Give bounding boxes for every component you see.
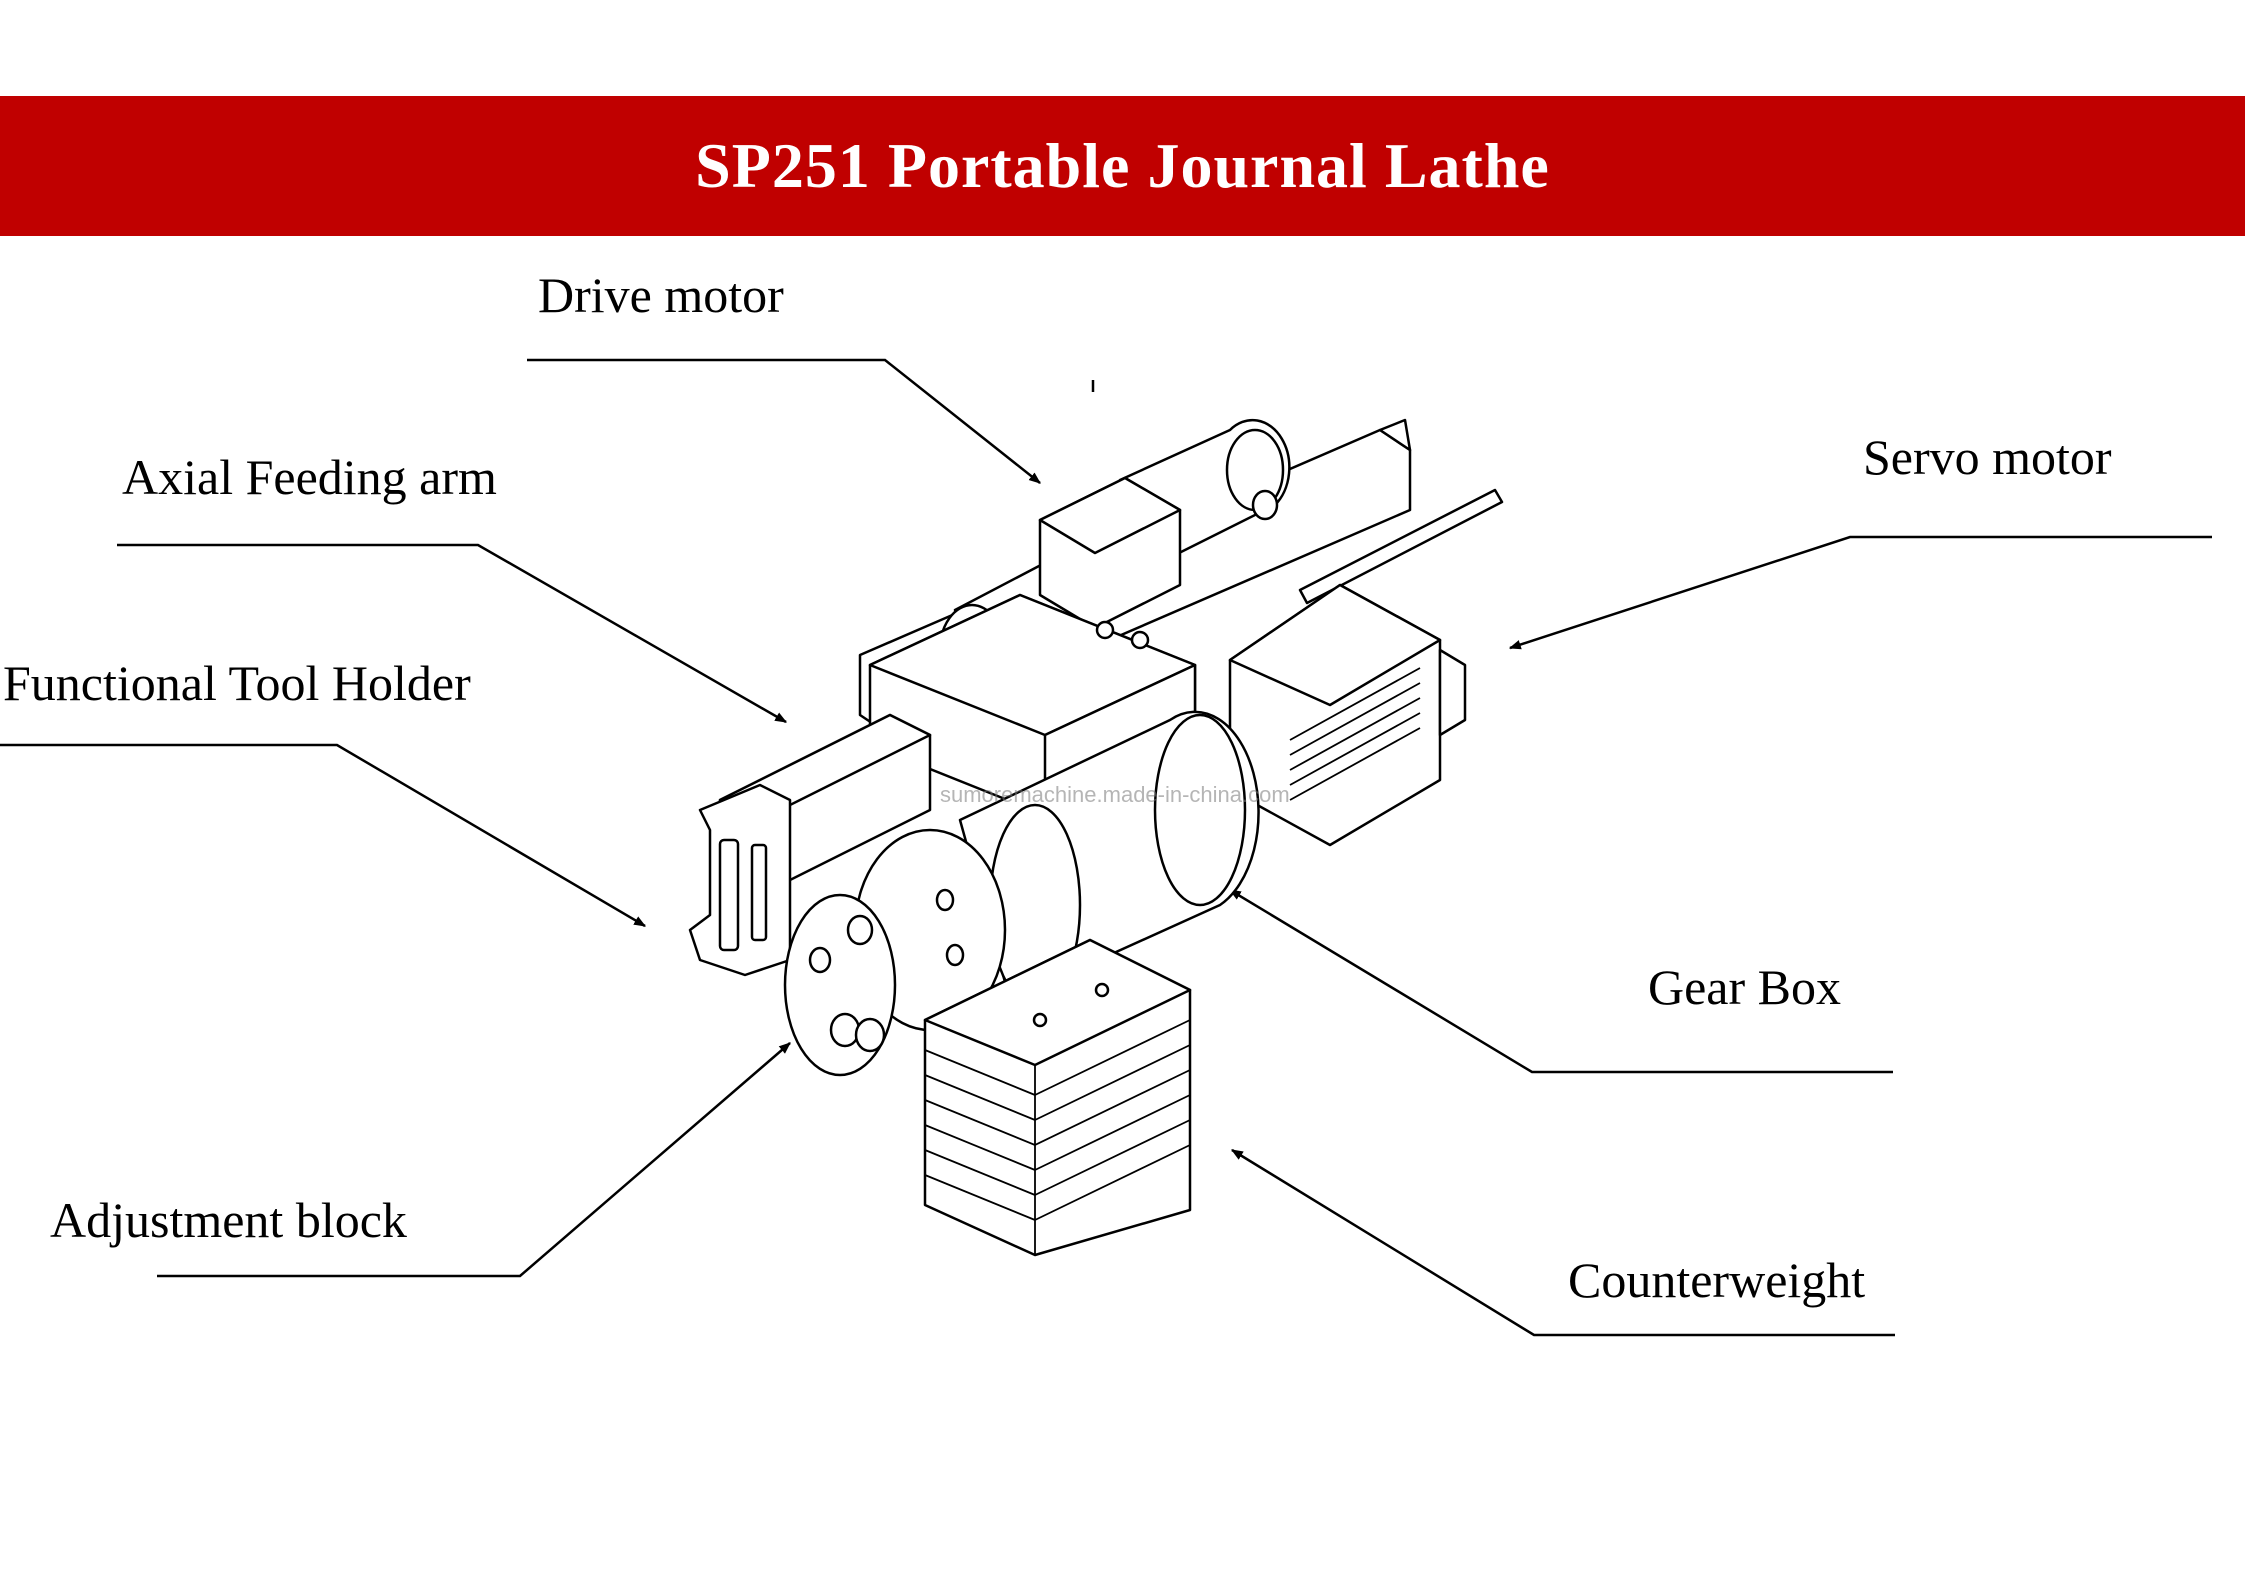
label-adjustment-block: Adjustment block: [50, 1192, 407, 1248]
watermark: sumoremachine.made-in-china.com: [940, 782, 1290, 807]
label-gear-box: Gear Box: [1648, 959, 1841, 1015]
functional-tool-holder: [688, 783, 792, 977]
label-functional-tool-holder: Functional Tool Holder: [3, 655, 471, 711]
feed-rod: [1298, 488, 1504, 605]
label-axial-feeding-arm: Axial Feeding arm: [122, 449, 497, 505]
leader-tool-holder: [0, 743, 647, 928]
label-counterweight: Counterweight: [1568, 1252, 1866, 1308]
leader-drive-motor: [527, 358, 1041, 484]
lathe-machine-drawing: [688, 418, 1504, 1257]
label-drive-motor: Drive motor: [538, 267, 784, 323]
counterweight: [923, 938, 1192, 1257]
leader-adjustment-block: [157, 1042, 791, 1278]
leader-servo-motor: [1508, 535, 2212, 650]
label-servo-motor: Servo motor: [1863, 429, 2112, 485]
title-banner: SP251 Portable Journal Lathe: [0, 96, 2245, 236]
leader-gear-box: [1228, 888, 1893, 1074]
page-title: SP251 Portable Journal Lathe: [695, 130, 1550, 201]
leader-axial-feeding-arm: [117, 543, 788, 724]
leader-lines: [0, 358, 2212, 1337]
leader-counterweight: [1230, 1148, 1895, 1337]
